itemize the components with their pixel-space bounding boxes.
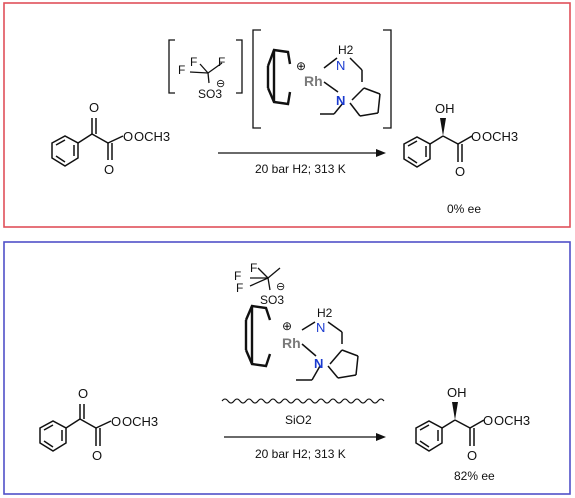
product-methoxy-label: OCH3	[482, 129, 518, 144]
top-amine-ligand	[320, 57, 381, 117]
sulfonate-label: SO3	[260, 293, 284, 307]
product-carbonyl-oxygen-label: O	[467, 448, 477, 463]
fluorine-3-label: F	[236, 281, 243, 295]
cation-charge-symbol: ⊕	[282, 319, 292, 333]
anion-charge-symbol: ⊖	[276, 281, 285, 293]
sulfonate-label: SO3	[198, 87, 222, 101]
top-cod-ligand	[266, 48, 292, 106]
top-reactant-molecule	[51, 118, 124, 167]
ketone-oxygen-label: O	[78, 386, 88, 401]
top-product-molecule	[403, 135, 473, 168]
carbonyl-oxygen-label: O	[104, 162, 114, 177]
fluorine-1-label: F	[234, 269, 241, 283]
rhodium-label: Rh	[282, 335, 301, 351]
ester-oxygen-label: O	[111, 414, 121, 429]
bottom-panel-border	[3, 241, 571, 495]
support-label: SiO2	[285, 413, 312, 427]
amino-h2-label: H2	[338, 43, 354, 57]
top-reaction-arrow	[218, 149, 386, 157]
amine-nitrogen-label: N	[336, 58, 345, 73]
bottom-ee-label: 82% ee	[454, 469, 495, 483]
top-panel-border	[3, 2, 571, 228]
benzene-ring	[403, 136, 431, 168]
ketone-oxygen-label: O	[89, 100, 99, 115]
stereo-wedge-bond	[452, 402, 458, 420]
bottom-product-molecule	[415, 419, 485, 452]
benzene-ring	[415, 420, 443, 452]
anion-charge-symbol: ⊖	[216, 78, 225, 90]
product-methoxy-label: OCH3	[494, 413, 530, 428]
fluorine-2-label: F	[190, 55, 197, 69]
bottom-anion-bonds	[249, 267, 281, 291]
benzene-ring	[39, 420, 67, 452]
rhodium-label: Rh	[304, 73, 323, 89]
amine-nitrogen-label: N	[316, 320, 325, 335]
fluorine-1-label: F	[178, 63, 185, 77]
amino-h2-label: H2	[317, 306, 333, 320]
fluorine-2-label: F	[250, 261, 257, 275]
top-conditions-label: 20 bar H2; 313 K	[255, 162, 346, 176]
ester-oxygen-label: O	[123, 129, 133, 144]
bottom-panel: F F F SO3 ⊖ Rh ⊕ H2 N N SiO2	[3, 241, 571, 495]
cation-charge-symbol: ⊕	[296, 59, 306, 73]
bottom-amine-ligand	[296, 321, 359, 381]
carbonyl-oxygen-label: O	[92, 448, 102, 463]
stereo-wedge-bond	[440, 118, 446, 136]
product-ester-oxygen-label: O	[471, 129, 481, 144]
bottom-conditions-label: 20 bar H2; 313 K	[255, 447, 346, 461]
top-panel: O O OCH3 O F F F SO3 ⊖	[3, 2, 571, 228]
product-carbonyl-oxygen-label: O	[455, 164, 465, 179]
silica-surface-wavy-line	[221, 398, 385, 404]
ring-nitrogen-label: N	[314, 356, 323, 371]
methoxy-label: OCH3	[122, 414, 158, 429]
product-ester-oxygen-label: O	[483, 413, 493, 428]
bottom-reactant-molecule	[39, 404, 112, 452]
top-catalyst-brackets	[252, 29, 392, 129]
methoxy-label: OCH3	[134, 129, 170, 144]
fluorine-3-label: F	[218, 55, 225, 69]
ring-nitrogen-label: N	[336, 93, 345, 108]
top-ee-label: 0% ee	[447, 202, 481, 216]
bottom-reaction-arrow	[224, 433, 386, 441]
hydroxyl-label: OH	[447, 385, 467, 400]
benzene-ring	[51, 135, 79, 167]
top-anion-brackets	[168, 39, 243, 94]
hydroxyl-label: OH	[435, 101, 455, 116]
bottom-cod-ligand	[244, 304, 272, 368]
